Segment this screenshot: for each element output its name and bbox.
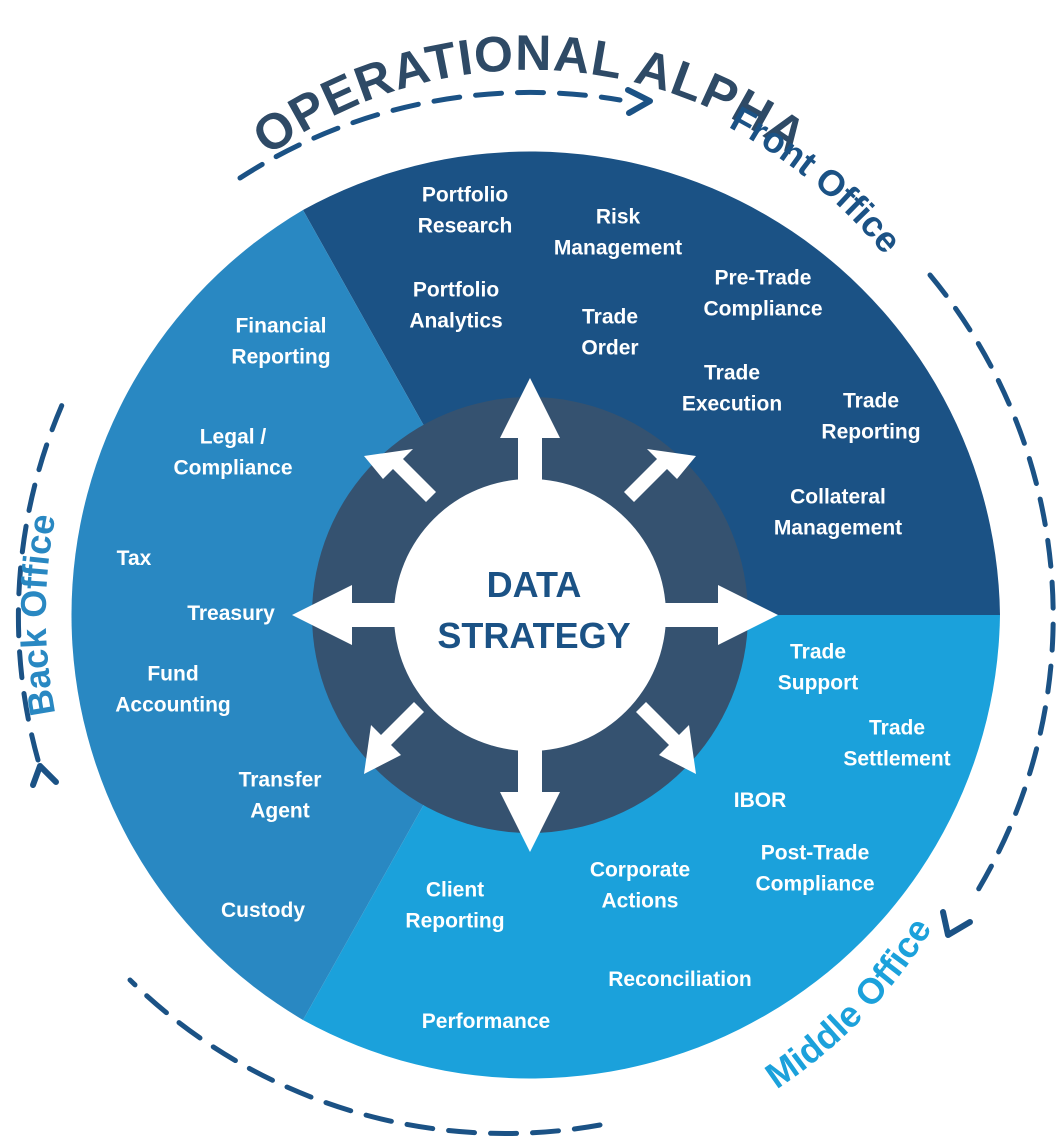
back-office-item: Custody xyxy=(221,899,305,922)
center-title-line2: STRATEGY xyxy=(437,615,630,656)
cycle-arrows xyxy=(15,89,1056,1136)
cycle-arc-top xyxy=(237,89,623,181)
middle-office-item: Reconciliation xyxy=(608,968,752,991)
arrow-nw-icon xyxy=(364,449,436,502)
back-office-item: Tax xyxy=(117,547,152,570)
cycle-arc-bottom xyxy=(127,977,603,1136)
arrow-ne-icon xyxy=(624,449,696,502)
cycle-arrowheads xyxy=(30,87,973,938)
center-circle xyxy=(394,479,666,751)
middle-office-item: Performance xyxy=(422,1010,550,1033)
arrow-se-icon xyxy=(636,702,696,774)
main-title: OPERATIONAL ALPHA xyxy=(243,25,817,165)
data-arrows xyxy=(292,378,778,852)
back-office-item: Treasury xyxy=(187,602,275,625)
arrow-left-icon xyxy=(292,585,402,645)
cycle-arc-right xyxy=(927,272,1056,898)
cycle-arc-left xyxy=(15,402,65,763)
back-office-label: Back Office xyxy=(13,511,64,719)
arrow-up-icon xyxy=(500,378,560,487)
center-title-line1: DATA xyxy=(487,564,582,605)
arrow-right-icon xyxy=(658,585,778,645)
back-office-item: Legal /Compliance xyxy=(173,426,292,480)
arrow-down-icon xyxy=(500,743,560,852)
arrow-sw-icon xyxy=(364,702,424,774)
segments xyxy=(71,151,1000,1079)
arrowhead-left-icon xyxy=(30,763,59,788)
arrowhead-top-icon xyxy=(625,87,653,116)
middle-office-item: IBOR xyxy=(734,789,787,812)
arrowhead-right-icon xyxy=(940,909,973,938)
